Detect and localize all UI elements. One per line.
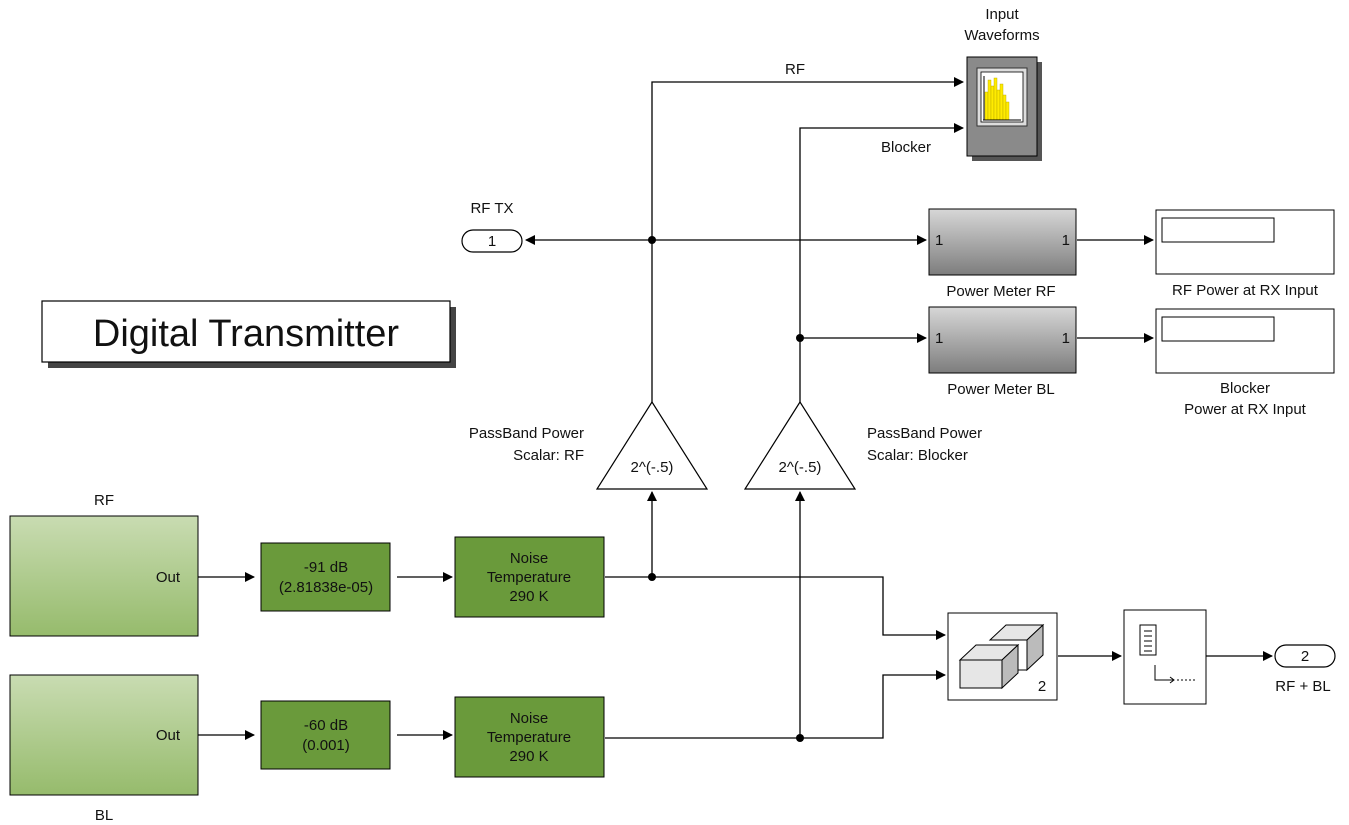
svg-text:1: 1 [935,330,943,347]
display-rf-label: RF Power at RX Input [1172,282,1319,299]
matrix-concat-icon [958,623,1045,690]
bl-gain-linear: (0.001) [302,737,350,754]
rf-scalar-value: 2^(-.5) [631,459,674,476]
bl-scalar-label-1: PassBand Power [867,425,982,442]
signal-label-blocker: Blocker [881,139,931,156]
svg-text:Noise: Noise [510,710,548,727]
outport1-name: RF TX [470,200,513,217]
bl-gain-db: -60 dB [304,717,348,734]
concat-dimension: 2 [1038,678,1046,695]
outport2-name: RF + BL [1275,678,1330,695]
line-rf-scalar-to-scope [651,77,964,402]
line-rf-noise-to-concat [605,576,946,640]
bl-source-name: BL [95,807,113,824]
bl-scalar-value: 2^(-.5) [779,459,822,476]
rf-source-block[interactable]: Out [9,515,199,637]
outport1-number: 1 [488,233,496,250]
concatenate-block[interactable]: 2 [947,612,1058,701]
bl-scalar-label-2: Scalar: Blocker [867,447,968,464]
line-bl-scalar-to-scope [799,123,964,402]
bl-source-block[interactable]: Out [9,674,199,796]
diagram-title: Digital Transmitter [41,300,456,368]
scope-label-2: Waveforms [964,27,1039,44]
rf-scalar-label-2: Scalar: RF [513,447,584,464]
svg-text:1: 1 [1062,232,1070,249]
unbuffer-block[interactable] [1123,609,1207,705]
svg-text:1: 1 [935,232,943,249]
rf-source-port-label: Out [156,569,181,586]
bl-source-port-label: Out [156,727,181,744]
rf-scalar-block[interactable]: 2^(-.5) [595,400,709,490]
bl-noise-block[interactable]: Noise Temperature 290 K [454,696,605,778]
display-rf-power[interactable] [1155,209,1335,275]
input-waveforms-scope[interactable] [966,56,1042,161]
rf-gain-block[interactable]: -91 dB (2.81838e-05) [260,542,391,612]
display-bl-label-1: Blocker [1220,380,1270,397]
outport1-block[interactable]: 1 [461,229,523,253]
scope-label-1: Input [985,6,1019,23]
junction-dots [648,236,804,742]
line-bl-noise-to-concat [605,670,946,739]
rf-gain-linear: (2.81838e-05) [279,579,373,596]
power-meter-rf[interactable]: 1 1 [928,208,1077,276]
svg-text:290 K: 290 K [509,588,548,605]
power-meter-rf-name: Power Meter RF [946,283,1055,300]
power-meter-bl-name: Power Meter BL [947,381,1055,398]
outport2-block[interactable]: 2 [1274,644,1336,668]
bl-gain-block[interactable]: -60 dB (0.001) [260,700,391,770]
title-text: Digital Transmitter [93,313,400,355]
svg-text:Noise: Noise [510,550,548,567]
signal-label-rf: RF [785,61,805,78]
svg-text:290 K: 290 K [509,748,548,765]
svg-text:Temperature: Temperature [487,729,571,746]
rf-scalar-label-1: PassBand Power [469,425,584,442]
rf-noise-block[interactable]: Noise Temperature 290 K [454,536,605,618]
rf-gain-db: -91 dB [304,559,348,576]
outport2-number: 2 [1301,648,1309,665]
signal-lines [198,77,1273,740]
display-bl-power[interactable] [1155,308,1335,374]
display-bl-label-2: Power at RX Input [1184,401,1307,418]
rf-source-name: RF [94,492,114,509]
buffer-icon [1139,624,1195,684]
svg-text:Temperature: Temperature [487,569,571,586]
bl-scalar-block[interactable]: 2^(-.5) [743,400,857,490]
power-meter-bl[interactable]: 1 1 [928,306,1077,374]
svg-text:1: 1 [1062,330,1070,347]
